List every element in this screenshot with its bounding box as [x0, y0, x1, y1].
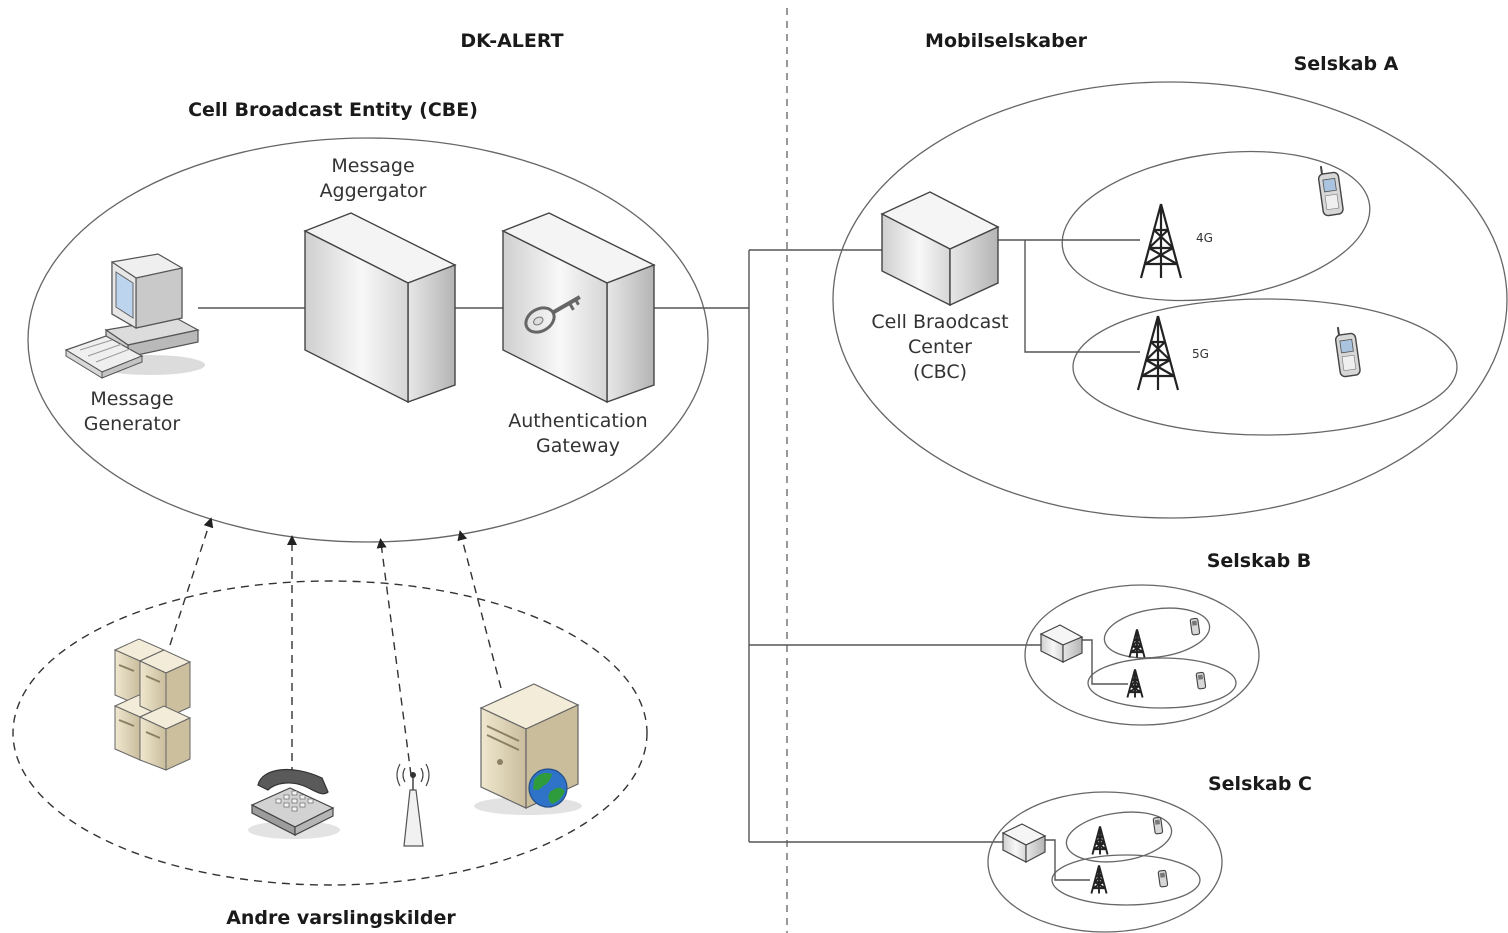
arrow-web-server — [457, 530, 502, 689]
mobile-phone-icon — [1189, 617, 1201, 636]
desk-phone-icon — [248, 768, 340, 839]
mobile-phone-icon — [1334, 326, 1361, 378]
generator-label: Message Generator — [84, 388, 181, 435]
mobile-operators-heading: Mobilselskaber — [925, 30, 1088, 52]
svg-text:Message: Message — [331, 155, 414, 177]
company-b-links — [1082, 639, 1128, 685]
globe-icon — [528, 768, 568, 808]
aggregator-server-icon — [303, 212, 457, 404]
cbe-heading: Cell Broadcast Entity (CBE) — [188, 99, 478, 121]
svg-text:Generator: Generator — [84, 413, 181, 435]
coverage-4g — [1061, 150, 1371, 302]
company-c-cbc-icon — [1001, 823, 1047, 863]
cbc-label: Cell Braodcast Center (CBC) — [871, 311, 1008, 383]
company-c-coverage-2 — [1051, 854, 1201, 906]
svg-text:Center: Center — [908, 336, 972, 358]
svg-text:Gateway: Gateway — [536, 435, 620, 457]
cell-tower-icon — [1139, 203, 1183, 279]
cbc-server-icon — [880, 191, 1000, 307]
other-sources-heading: Andre varslingskilder — [226, 907, 456, 929]
server-cluster-icon — [113, 638, 192, 771]
other-sources-boundary — [12, 580, 648, 886]
link-cbc-5g — [1024, 240, 1140, 353]
network-4g-label: 4G — [1196, 231, 1213, 245]
arrow-server-cluster — [169, 517, 214, 646]
gateway-label: Authentication Gateway — [508, 410, 647, 457]
key-icon — [524, 295, 581, 334]
company-c-heading: Selskab C — [1208, 773, 1312, 795]
svg-text:Cell Braodcast: Cell Braodcast — [871, 311, 1008, 333]
svg-text:Aggergator: Aggergator — [320, 180, 427, 202]
mobile-phone-icon — [1157, 869, 1169, 888]
svg-text:Message: Message — [90, 388, 173, 410]
cell-tower-icon — [1136, 315, 1180, 391]
company-b-coverage-1 — [1103, 607, 1211, 659]
company-b-boundary — [1024, 584, 1260, 726]
arrow-radio-antenna — [376, 538, 412, 776]
dk-alert-heading: DK-ALERT — [460, 30, 563, 52]
svg-text:Authentication: Authentication — [508, 410, 647, 432]
gateway-server-icon — [501, 212, 656, 404]
aggregator-label: Message Aggergator — [320, 155, 427, 202]
company-b-cbc-icon — [1039, 624, 1084, 663]
company-b-heading: Selskab B — [1207, 550, 1312, 572]
cell-tower-icon — [1090, 865, 1108, 894]
company-c-coverage-1 — [1065, 811, 1173, 863]
company-a-heading: Selskab A — [1294, 53, 1399, 75]
cell-tower-icon — [1091, 826, 1109, 855]
mobile-phone-icon — [1317, 165, 1344, 217]
computer-icon — [64, 253, 205, 379]
company-a-boundary — [832, 81, 1508, 519]
svg-text:(CBC): (CBC) — [913, 361, 967, 383]
cell-tower-icon — [1126, 669, 1144, 698]
cbe-boundary — [27, 137, 709, 543]
coverage-5g — [1072, 298, 1458, 436]
mobile-phone-icon — [1152, 816, 1164, 835]
radio-antenna-icon — [396, 763, 430, 847]
company-c-links — [1045, 839, 1090, 881]
company-b-coverage-2 — [1087, 657, 1237, 709]
network-5g-label: 5G — [1192, 347, 1209, 361]
cell-tower-icon — [1128, 629, 1146, 658]
mobile-phone-icon — [1195, 671, 1207, 690]
company-c-boundary — [987, 791, 1223, 933]
